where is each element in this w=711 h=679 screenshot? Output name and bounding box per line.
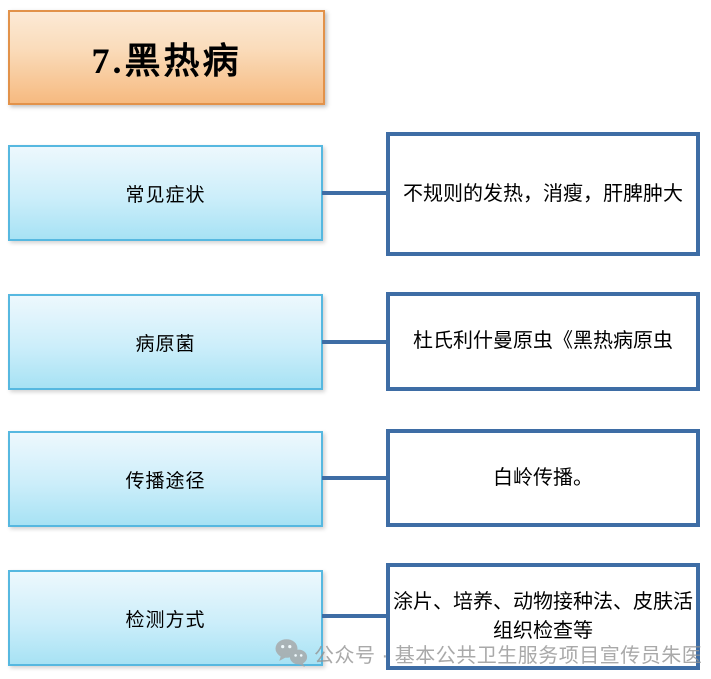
detection-desc-line2: 组织检查等: [493, 619, 593, 642]
watermark-text: 公众号 · 基本公共卫生服务项目宣传员朱医: [314, 644, 703, 667]
connector-line: [322, 191, 386, 195]
detection-label: 检测方式: [125, 609, 206, 631]
wechat-icon: [275, 639, 308, 667]
connector-line: [322, 340, 386, 344]
detection-desc-box: 涂片、培养、动物接种法、皮肤活 组织检查等: [386, 563, 700, 670]
pathogen-desc-box: 杜氏利什曼原虫《黑热病原虫: [386, 292, 700, 391]
connector-line: [322, 614, 386, 618]
connector-line: [322, 476, 386, 480]
symptoms-label-box: 常见症状: [8, 145, 323, 241]
detection-label-box: 检测方式: [8, 570, 323, 666]
page-title: 7.黑热病: [91, 40, 242, 81]
transmission-label: 传播途径: [125, 470, 206, 492]
symptoms-label: 常见症状: [125, 184, 206, 206]
symptoms-desc: 不规则的发热，消瘦，肝脾肿大: [403, 182, 683, 205]
symptoms-desc-box: 不规则的发热，消瘦，肝脾肿大: [386, 132, 700, 256]
pathogen-desc: 杜氏利什曼原虫《黑热病原虫: [413, 330, 673, 352]
detection-desc-line1: 涂片、培养、动物接种法、皮肤活: [393, 590, 693, 613]
transmission-label-box: 传播途径: [8, 431, 323, 527]
transmission-desc: 白岭传播。: [493, 466, 593, 489]
title-box: 7.黑热病: [8, 10, 325, 105]
pathogen-label-box: 病原菌: [8, 294, 323, 390]
pathogen-label: 病原菌: [135, 333, 196, 355]
transmission-desc-box: 白岭传播。: [386, 429, 700, 527]
watermark: 公众号 · 基本公共卫生服务项目宣传员朱医: [274, 637, 702, 669]
